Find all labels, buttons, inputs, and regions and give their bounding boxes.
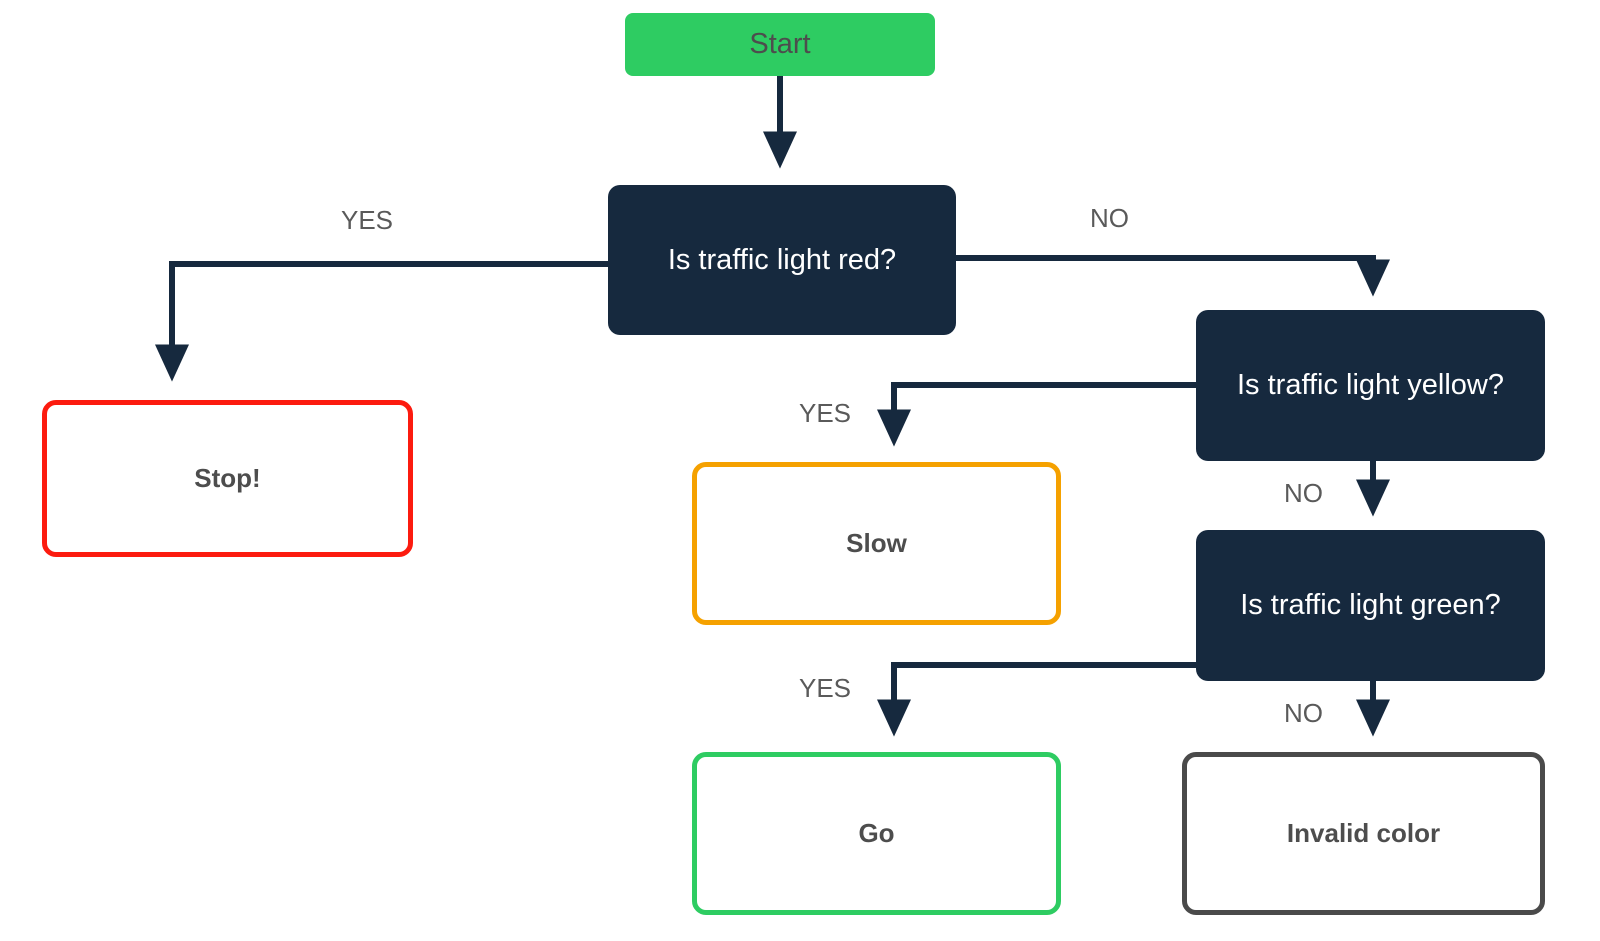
- node-question-red[interactable]: Is traffic light red?: [608, 185, 956, 335]
- node-go[interactable]: Go: [692, 752, 1061, 915]
- node-question-yellow-label: Is traffic light yellow?: [1236, 369, 1505, 402]
- node-question-red-label: Is traffic light red?: [667, 243, 897, 276]
- edge-label-yellow-yes: YES: [799, 398, 852, 428]
- node-go-label: Go: [858, 817, 895, 848]
- edge-label-green-yes: YES: [799, 673, 852, 703]
- edge-label-green-no: NO: [1284, 698, 1323, 728]
- node-question-green-label: Is traffic light green?: [1240, 589, 1501, 622]
- node-question-yellow[interactable]: Is traffic light yellow?: [1196, 310, 1545, 461]
- edge-q-green-yes-to-go: [876, 662, 1196, 737]
- node-slow[interactable]: Slow: [692, 462, 1061, 625]
- node-question-green[interactable]: Is traffic light green?: [1196, 530, 1545, 681]
- edge-label-red-yes: YES: [341, 205, 394, 235]
- node-slow-label: Slow: [846, 527, 907, 558]
- edge-label-yellow-no: NO: [1284, 478, 1323, 508]
- edge-q-red-yes-to-stop: [154, 261, 608, 382]
- node-start[interactable]: Start: [625, 13, 935, 76]
- node-invalid-color[interactable]: Invalid color: [1182, 752, 1545, 915]
- node-invalid-color-label: Invalid color: [1286, 817, 1441, 848]
- node-start-label: Start: [749, 28, 811, 61]
- edge-q-yellow-yes-to-slow: [876, 382, 1196, 447]
- node-stop[interactable]: Stop!: [42, 400, 413, 557]
- edge-label-red-no: NO: [1090, 203, 1129, 233]
- edge-q-red-no-to-q-yellow: [956, 255, 1391, 297]
- node-stop-label: Stop!: [194, 462, 261, 493]
